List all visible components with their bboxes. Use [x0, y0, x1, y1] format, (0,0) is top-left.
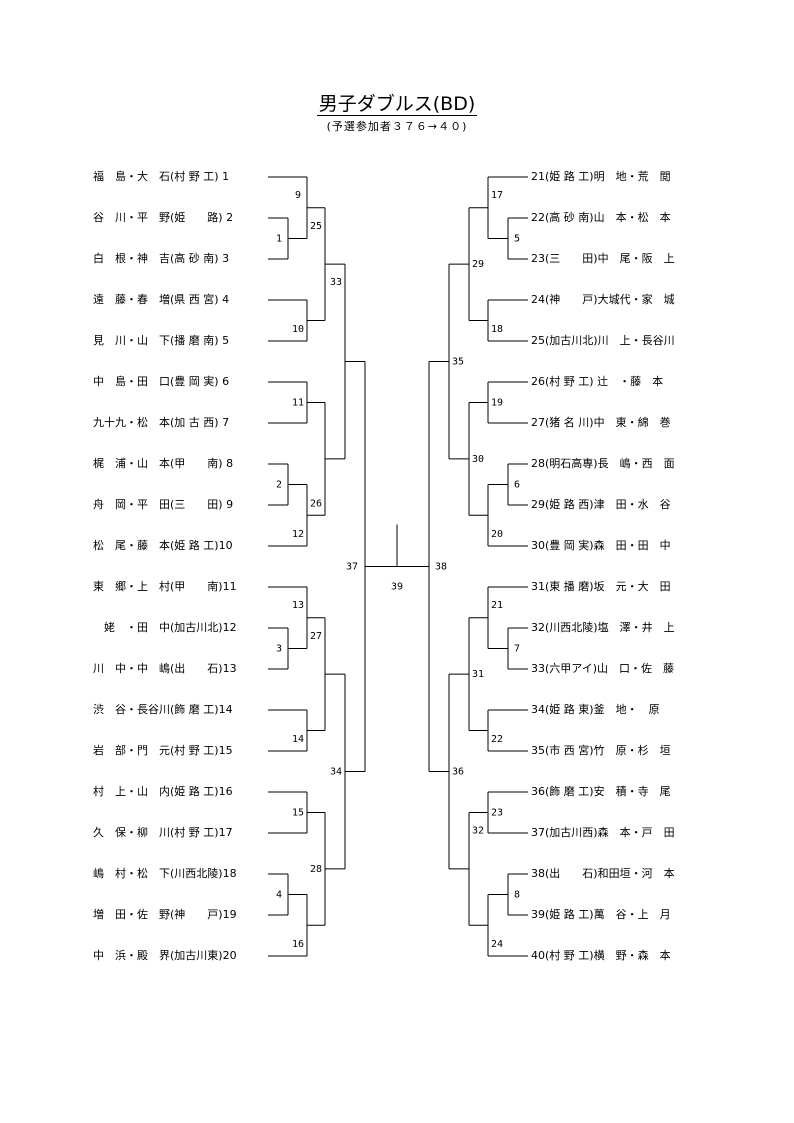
match-number-5: 5: [514, 234, 520, 245]
right-entry-34: 34(姫 路 東)釜 地・ 原: [531, 703, 660, 716]
right-entry-37: 37(加古川西)森 本・戸 田: [531, 826, 675, 839]
match-number-39: 39: [391, 582, 403, 593]
right-entry-25: 25(加古川北)川 上・長谷川: [531, 334, 675, 347]
right-entry-35: 35(市 西 宮)竹 原・杉 垣: [531, 744, 671, 757]
match-number-21: 21: [491, 600, 503, 611]
match-number-32: 32: [472, 826, 484, 837]
right-entry-31: 31(東 播 磨)坂 元・大 田: [531, 580, 671, 593]
match-number-17: 17: [491, 190, 503, 201]
left-entry-10: 松 尾・藤 本(姫 路 工)10: [93, 539, 233, 552]
right-entry-36: 36(飾 磨 工)安 積・寺 尾: [531, 785, 671, 798]
match-number-34: 34: [330, 767, 342, 778]
match-number-7: 7: [514, 644, 520, 655]
match-number-33: 33: [330, 277, 342, 288]
match-number-16: 16: [292, 939, 304, 950]
match-number-35: 35: [452, 357, 464, 368]
left-entry-9: 舟 岡・平 田(三 田) 9: [93, 498, 234, 511]
match-number-29: 29: [472, 259, 484, 270]
right-entry-32: 32(川西北陵)塩 澤・井 上: [531, 621, 675, 634]
left-entry-8: 梶 浦・山 本(甲 南) 8: [93, 457, 234, 470]
left-entry-18: 嶋 村・松 下(川西北陵)18: [93, 867, 237, 880]
right-entry-30: 30(豊 岡 実)森 田・田 中: [531, 539, 671, 552]
left-entry-7: 九十九・松 本(加 古 西) 7: [93, 416, 230, 429]
right-entry-28: 28(明石高専)長 嶋・西 面: [531, 457, 675, 470]
match-number-11: 11: [292, 398, 304, 409]
match-number-10: 10: [292, 324, 304, 335]
match-number-19: 19: [491, 398, 503, 409]
left-entry-19: 増 田・佐 野(神 戸)19: [93, 908, 237, 921]
match-number-4: 4: [276, 890, 282, 901]
left-entry-17: 久 保・柳 川(村 野 工)17: [93, 826, 233, 839]
right-entry-23: 23(三 田)中 尾・阪 上: [531, 252, 675, 265]
match-number-1: 1: [276, 234, 282, 245]
right-entry-24: 24(神 戸)大城代・家 城: [531, 293, 675, 306]
match-number-37: 37: [346, 562, 358, 573]
right-entry-40: 40(村 野 工)横 野・森 本: [531, 949, 671, 962]
right-entry-29: 29(姫 路 西)津 田・水 谷: [531, 498, 671, 511]
match-number-30: 30: [472, 454, 484, 465]
page-title: 男子ダブルス(BD): [0, 93, 794, 116]
match-number-14: 14: [292, 734, 304, 745]
match-number-3: 3: [276, 644, 282, 655]
match-number-25: 25: [310, 221, 322, 232]
match-number-15: 15: [292, 808, 304, 819]
right-entry-39: 39(姫 路 工)萬 谷・上 月: [531, 908, 671, 921]
left-entry-2: 谷 川・平 野(姫 路) 2: [93, 211, 234, 224]
left-entry-20: 中 浜・殿 界(加古川東)20: [93, 949, 237, 962]
right-entry-22: 22(高 砂 南)山 本・松 本: [531, 211, 671, 224]
match-number-24: 24: [491, 939, 503, 950]
left-entry-13: 川 中・中 嶋(出 石)13: [93, 662, 237, 675]
left-entry-14: 渋 谷・長谷川(飾 磨 工)14: [93, 703, 233, 716]
right-entry-26: 26(村 野 工) 辻 ・藤 本: [531, 375, 664, 388]
match-number-27: 27: [310, 631, 322, 642]
left-entry-15: 岩 部・門 元(村 野 工)15: [93, 744, 233, 757]
left-entry-3: 白 根・神 吉(高 砂 南) 3: [93, 252, 230, 265]
match-number-8: 8: [514, 890, 520, 901]
left-entry-11: 東 郷・上 村(甲 南)11: [93, 580, 237, 593]
left-entry-1: 福 島・大 石(村 野 工) 1: [93, 170, 230, 183]
left-entry-4: 遠 藤・春 増(県 西 宮) 4: [93, 293, 230, 306]
match-number-13: 13: [292, 600, 304, 611]
left-entry-5: 見 川・山 下(播 磨 南) 5: [93, 334, 230, 347]
right-entry-21: 21(姫 路 工)明 地・荒 閲: [531, 170, 671, 183]
match-number-9: 9: [295, 190, 301, 201]
right-entry-38: 38(出 石)和田垣・河 本: [531, 867, 675, 880]
match-number-20: 20: [491, 529, 503, 540]
match-number-28: 28: [310, 864, 322, 875]
match-number-2: 2: [276, 480, 282, 491]
left-entry-12: 姥 ・田 中(加古川北)12: [93, 621, 237, 634]
match-number-31: 31: [472, 669, 484, 680]
right-entry-27: 27(猪 名 川)中 東・綿 巻: [531, 416, 671, 429]
left-entry-16: 村 上・山 内(姫 路 工)16: [93, 785, 233, 798]
page-subtitle: (予選参加者３７６→４０): [326, 120, 468, 133]
match-number-18: 18: [491, 324, 503, 335]
match-number-22: 22: [491, 734, 503, 745]
right-entry-33: 33(六甲アイ)山 口・佐 藤: [531, 662, 675, 675]
left-entry-6: 中 島・田 口(豊 岡 実) 6: [93, 375, 230, 388]
match-number-36: 36: [452, 767, 464, 778]
match-number-12: 12: [292, 529, 304, 540]
match-number-23: 23: [491, 808, 503, 819]
match-number-38: 38: [435, 562, 447, 573]
match-number-26: 26: [310, 498, 322, 509]
match-number-6: 6: [514, 480, 520, 491]
page-title-text: 男子ダブルス(BD): [316, 93, 478, 116]
